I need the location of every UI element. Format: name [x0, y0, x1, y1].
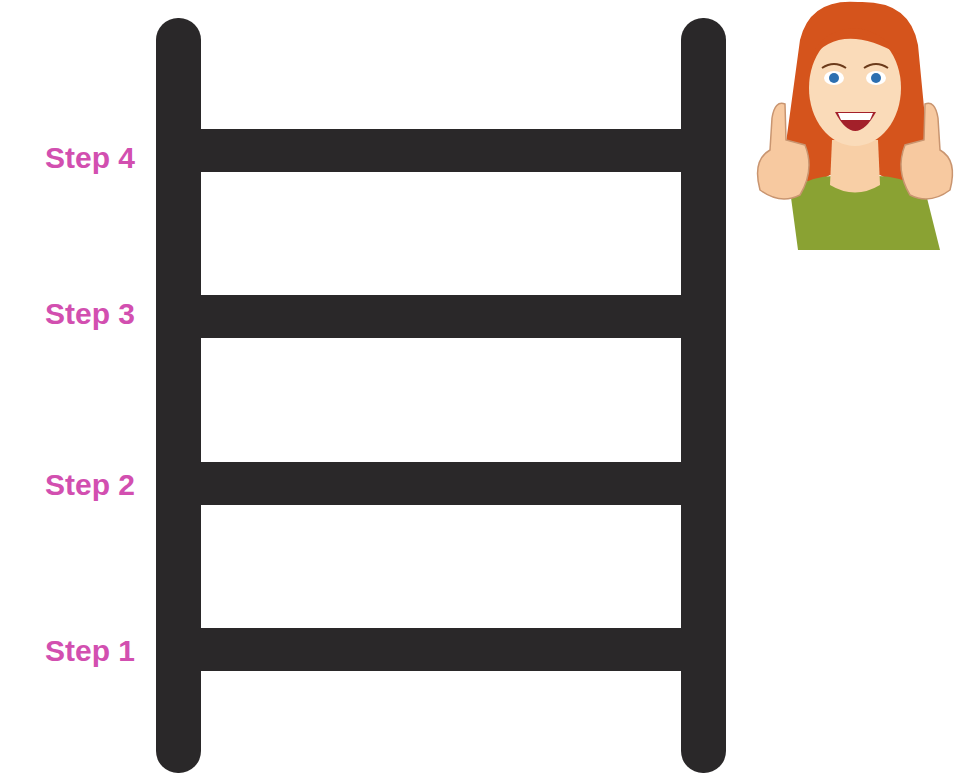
eyebrow: [864, 64, 888, 68]
ladder-rail: [156, 18, 201, 773]
iris: [829, 73, 839, 83]
step-label: Step 1: [45, 634, 135, 667]
ladder-rail: [681, 18, 726, 773]
eye: [824, 71, 844, 85]
eyebrow: [822, 64, 846, 68]
step-label: Step 3: [45, 297, 135, 330]
iris: [871, 73, 881, 83]
ladder-rung: [156, 628, 726, 671]
ladder: [156, 18, 726, 773]
mouth: [835, 112, 876, 131]
ladder-rung: [156, 295, 726, 338]
thumbs-up-hand: [901, 103, 952, 199]
teeth: [838, 113, 873, 120]
fringe: [810, 28, 900, 60]
ladder-rung: [156, 129, 726, 172]
ladder-rung: [156, 462, 726, 505]
neck: [830, 140, 880, 193]
eye: [866, 71, 886, 85]
cheering-woman: [758, 2, 953, 250]
step-label: Step 2: [45, 468, 135, 501]
thumbs-up-hand: [758, 103, 809, 199]
step-label: Step 4: [45, 141, 135, 174]
